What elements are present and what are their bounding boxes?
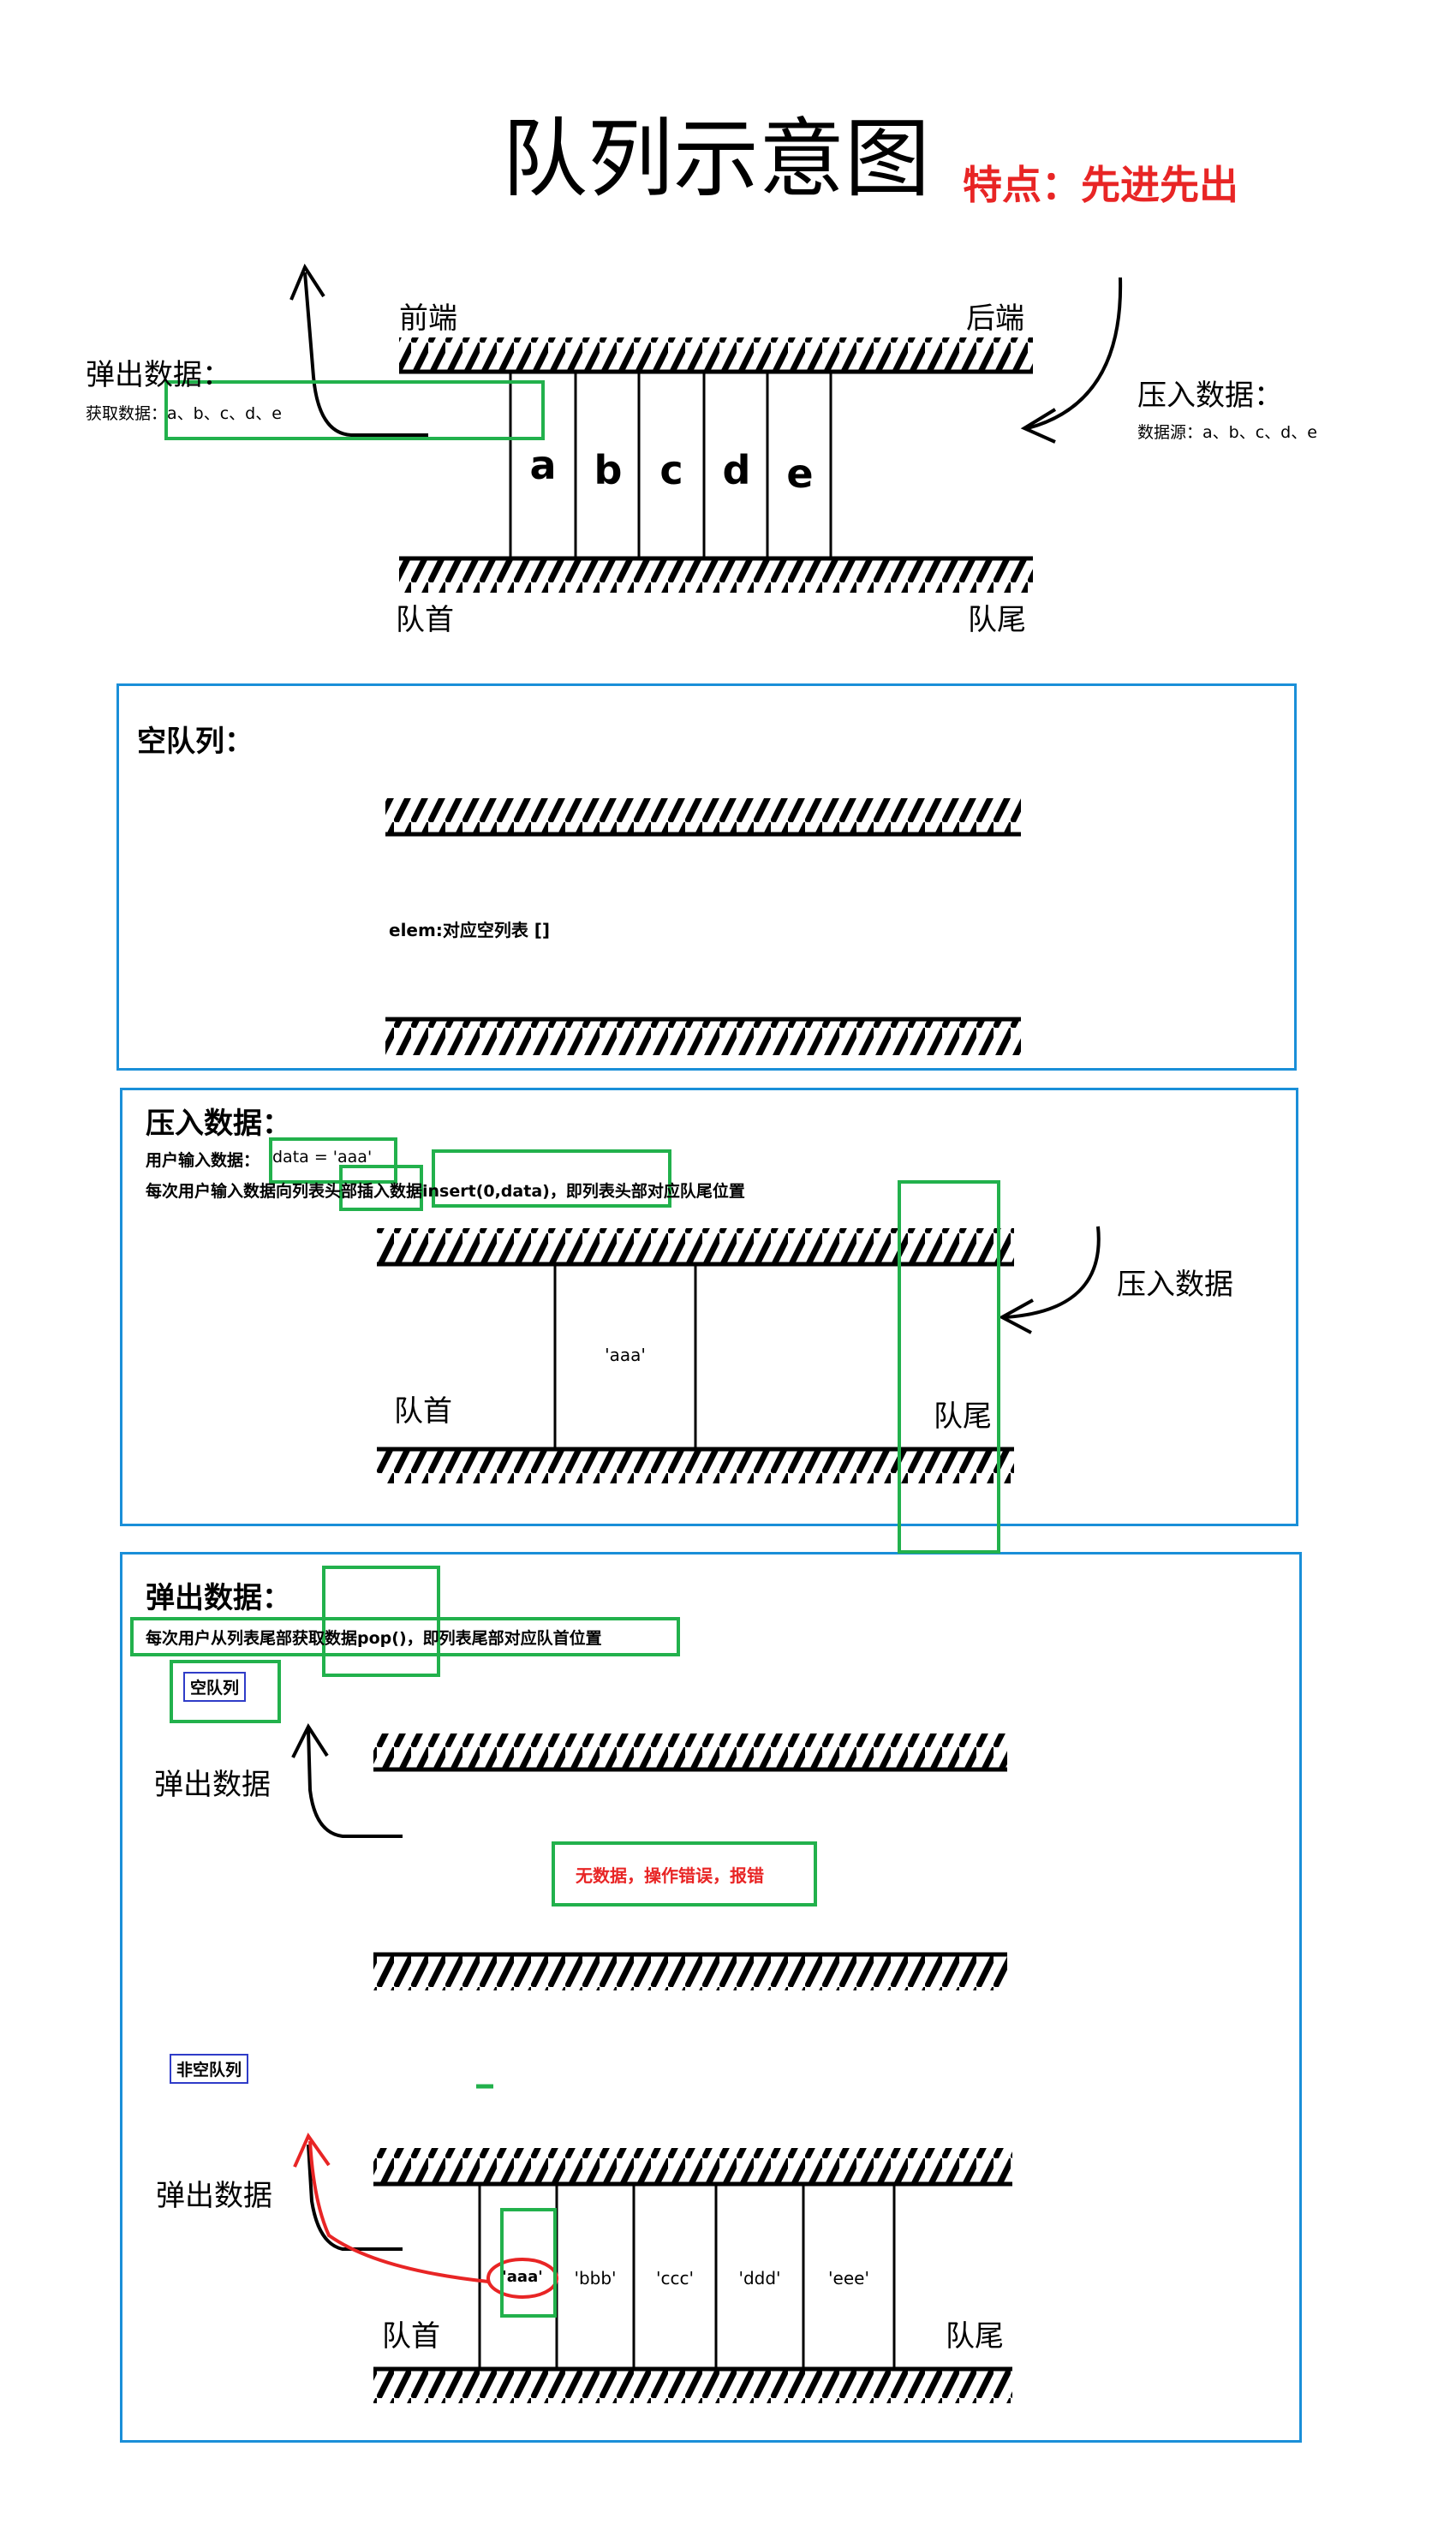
elem-text: elem:对应空列表 [] xyxy=(389,920,551,940)
front-label: 前端 xyxy=(399,301,457,336)
pop-head-label: 队首 xyxy=(382,2319,440,2354)
push-title: 压入数据： xyxy=(146,1107,291,1141)
push-queue xyxy=(269,1137,1101,1554)
pop-cell-ccc: 'ccc' xyxy=(656,2268,694,2288)
feature-text: 特点：先进先出 xyxy=(963,162,1238,208)
pop-section xyxy=(130,1566,1012,2403)
empty-queue-walls xyxy=(385,798,1021,1055)
push-cell-aaa: 'aaa' xyxy=(605,1345,646,1365)
pop-cell-bbb: 'bbb' xyxy=(574,2268,617,2288)
push-sub-top: 数据源：a、b、c、d、e xyxy=(1137,423,1317,442)
nonempty-queue-tag: 非空队列 xyxy=(170,2054,249,2084)
back-label: 后端 xyxy=(966,301,1024,336)
empty-queue-tag: 空队列 xyxy=(183,1672,247,1702)
pop-title: 弹出数据： xyxy=(146,1581,291,1615)
pop-cell-ddd: 'ddd' xyxy=(738,2268,781,2288)
top-queue xyxy=(164,263,1123,593)
page-title: 队列示意图 xyxy=(502,109,930,209)
cell-b: b xyxy=(594,447,623,493)
pop-line1: 每次用户从列表尾部获取数据pop()，即列表尾部对应队首位置 xyxy=(146,1629,602,1648)
push-arrow-label: 压入数据 xyxy=(1117,1268,1233,1302)
cell-d: d xyxy=(722,447,751,493)
pop-empty-arrow-label: 弹出数据 xyxy=(154,1768,271,1802)
error-text: 无数据，操作错误，报错 xyxy=(576,1865,764,1886)
push-head-label: 队首 xyxy=(394,1394,452,1429)
empty-queue-title: 空队列： xyxy=(137,725,254,759)
pop-title-top: 弹出数据： xyxy=(86,358,231,392)
empty-queue-panel xyxy=(116,683,1297,1071)
push-tail-label: 队尾 xyxy=(934,1399,992,1434)
push-title-top: 压入数据： xyxy=(1137,379,1283,413)
pop-tail-label: 队尾 xyxy=(946,2319,1004,2354)
cell-a: a xyxy=(529,442,557,488)
pop-sub-top: 获取数据：a、b、c、d、e xyxy=(86,404,282,423)
pop-cell-aaa: 'aaa' xyxy=(502,2268,543,2286)
cell-c: c xyxy=(659,447,683,493)
head-label: 队首 xyxy=(396,603,454,637)
tail-label: 队尾 xyxy=(968,603,1026,637)
push-line1-value: data = 'aaa' xyxy=(272,1148,373,1167)
push-panel xyxy=(120,1088,1298,1526)
push-line2: 每次用户输入数据向列表头部插入数据insert(0,data)，即列表头部对应队… xyxy=(146,1182,745,1201)
pop-panel xyxy=(120,1552,1302,2443)
pop-cell-eee: 'eee' xyxy=(828,2268,869,2288)
cell-e: e xyxy=(786,451,814,497)
pop-nonempty-arrow-label: 弹出数据 xyxy=(156,2179,272,2213)
push-line1-prefix: 用户输入数据： xyxy=(146,1151,260,1170)
